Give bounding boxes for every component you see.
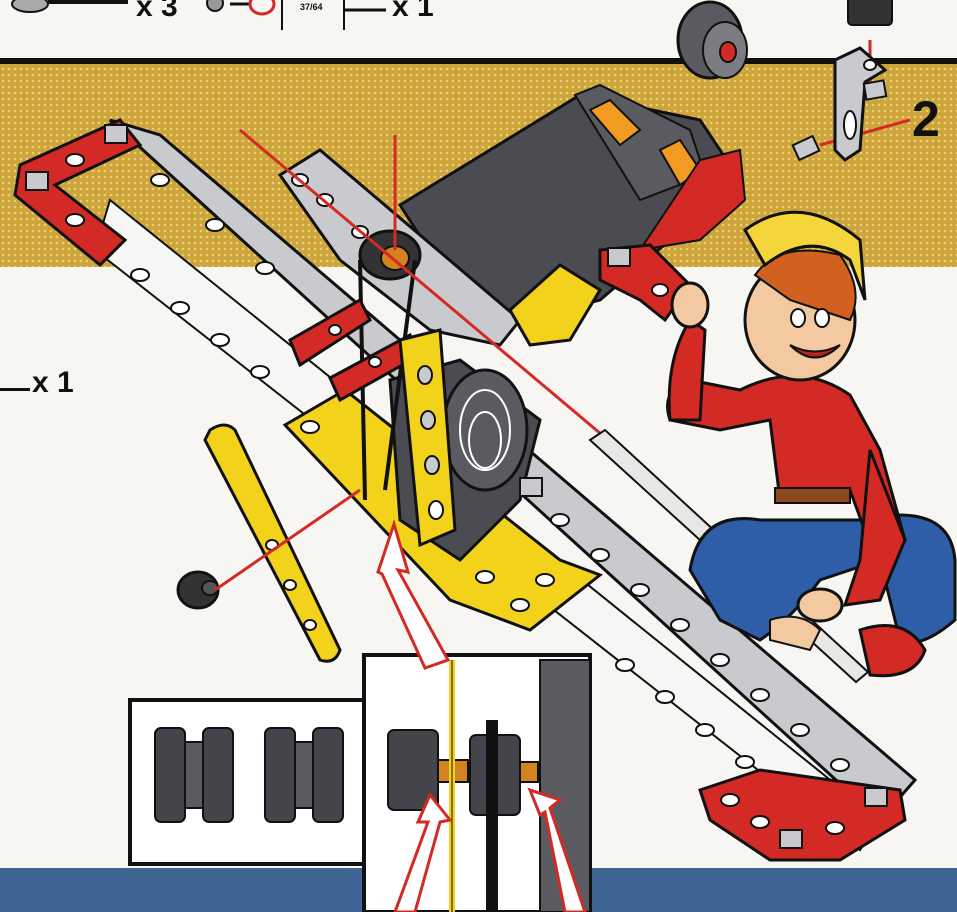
nut-icon — [105, 125, 127, 143]
header-qty-b: x 1 — [392, 0, 434, 24]
header-rule — [0, 58, 957, 64]
spool-right — [265, 728, 343, 822]
wheel-icon — [678, 2, 747, 78]
side-qty: x 1 — [32, 366, 74, 400]
header-inch-mark: " — [326, 0, 331, 7]
cartoon-boy — [668, 212, 956, 675]
step-number: 2 — [912, 90, 940, 148]
header-fraction: 37/64 — [300, 2, 323, 12]
side-qty-rule — [0, 388, 30, 391]
small-pulley — [178, 572, 218, 608]
nut-icon — [26, 172, 48, 190]
spool-left — [155, 728, 233, 822]
header-qty-a: x 3 — [136, 0, 178, 24]
